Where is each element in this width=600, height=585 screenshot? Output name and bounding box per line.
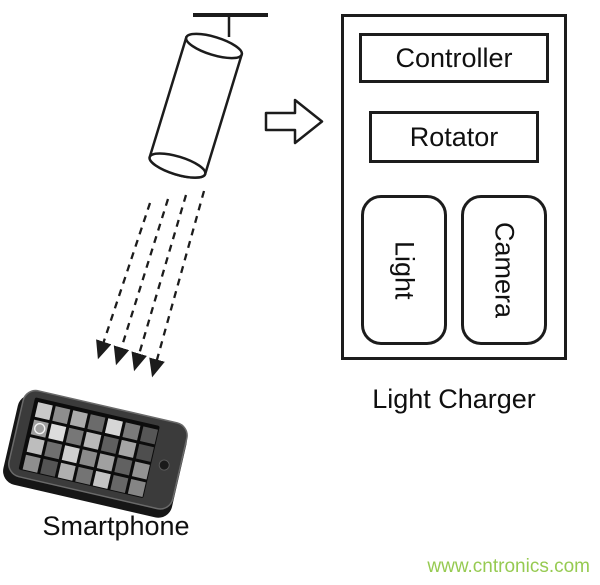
light-charger-caption: Light Charger	[372, 384, 536, 414]
rotator-box: Rotator	[369, 111, 539, 163]
controller-box: Controller	[359, 33, 549, 83]
phone-home-button	[158, 459, 170, 471]
light-charger-box: Controller Rotator Light Camera	[341, 14, 567, 360]
smartphone-caption: Smartphone	[42, 511, 190, 541]
direction-arrow-icon	[264, 98, 324, 145]
rotator-label: Rotator	[409, 121, 499, 152]
phone-screen-tiles	[22, 402, 158, 497]
light-beam-arrows	[96, 190, 206, 378]
light-label: Light	[389, 240, 420, 300]
beam-arrow	[149, 190, 206, 378]
smartphone-image	[3, 389, 188, 518]
light-fixture-cylinder-icon	[148, 32, 244, 179]
watermark-text: www.cntronics.com	[427, 556, 590, 577]
controller-label: Controller	[395, 42, 513, 73]
camera-box: Camera	[461, 195, 547, 345]
beam-arrow	[96, 202, 152, 360]
light-box: Light	[361, 195, 447, 345]
beam-arrow	[113, 198, 170, 366]
ceiling-mount-icon	[193, 13, 268, 37]
beam-arrow	[131, 194, 188, 372]
camera-label: Camera	[489, 221, 520, 319]
